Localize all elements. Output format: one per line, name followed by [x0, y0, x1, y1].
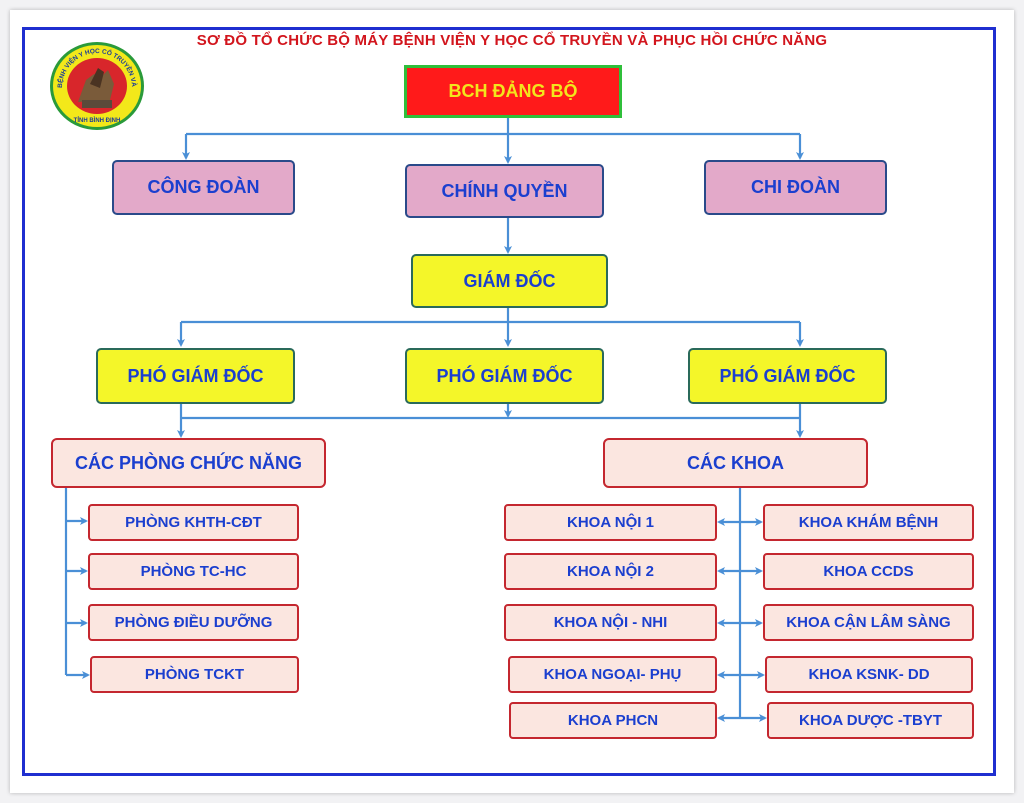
dept-box-ksnk-dd: KHOA KSNK- DD [765, 656, 973, 693]
department-label: KHOA DƯỢC -TBYT [798, 712, 942, 729]
room-box-khth: PHÒNG KHTH-CĐT [88, 504, 299, 541]
deputy-director-box-3: PHÓ GIÁM ĐỐC [688, 348, 887, 404]
deputy-director-label: PHÓ GIÁM ĐỐC [127, 365, 264, 386]
diagram-frame [22, 27, 996, 776]
dept-box-duoc-tbyt: KHOA DƯỢC -TBYT [767, 702, 974, 739]
departments-label: CÁC KHOA [687, 452, 784, 473]
dept-box-ccds: KHOA CCDS [763, 553, 974, 590]
party-committee-box: BCH ĐẢNG BỘ [404, 65, 622, 118]
dept-box-noi-1: KHOA NỘI 1 [504, 504, 717, 541]
room-label: PHÒNG ĐIỀU DƯỠNG [114, 614, 273, 631]
deputy-director-box-1: PHÓ GIÁM ĐỐC [96, 348, 295, 404]
department-label: KHOA KHÁM BỆNH [798, 514, 939, 531]
department-label: KHOA KSNK- DD [808, 666, 930, 683]
department-label: KHOA NỘI - NHI [553, 614, 668, 631]
room-box-tchc: PHÒNG TC-HC [88, 553, 299, 590]
government-label: CHÍNH QUYỀN [441, 180, 568, 201]
dept-box-can-lam-sang: KHOA CẬN LÂM SÀNG [763, 604, 974, 641]
department-label: KHOA PHCN [567, 712, 659, 729]
department-label: KHOA CCDS [823, 563, 914, 580]
director-label: GIÁM ĐỐC [463, 270, 556, 291]
room-label: PHÒNG KHTH-CĐT [125, 514, 262, 531]
trade-union-box: CÔNG ĐOÀN [112, 160, 295, 215]
dept-box-noi-nhi: KHOA NỘI - NHI [504, 604, 717, 641]
trade-union-label: CÔNG ĐOÀN [147, 177, 260, 197]
dept-box-noi-2: KHOA NỘI 2 [504, 553, 717, 590]
deputy-director-label: PHÓ GIÁM ĐỐC [436, 365, 573, 386]
youth-union-box: CHI ĐOÀN [704, 160, 887, 215]
government-box: CHÍNH QUYỀN [405, 164, 604, 218]
deputy-director-label: PHÓ GIÁM ĐỐC [719, 365, 856, 386]
room-label: PHÒNG TC-HC [140, 563, 247, 580]
dept-box-phcn: KHOA PHCN [509, 702, 717, 739]
youth-union-label: CHI ĐOÀN [751, 177, 840, 197]
director-box: GIÁM ĐỐC [411, 254, 608, 308]
room-box-tckt: PHÒNG TCKT [90, 656, 299, 693]
departments-box: CÁC KHOA [603, 438, 868, 488]
dept-box-kham-benh: KHOA KHÁM BỆNH [763, 504, 974, 541]
room-label: PHÒNG TCKT [144, 666, 245, 683]
deputy-director-box-2: PHÓ GIÁM ĐỐC [405, 348, 604, 404]
functional-rooms-label: CÁC PHÒNG CHỨC NĂNG [75, 452, 302, 473]
department-label: KHOA NGOẠI- PHỤ [543, 666, 682, 683]
dept-box-ngoai-phu: KHOA NGOẠI- PHỤ [508, 656, 717, 693]
party-committee-label: BCH ĐẢNG BỘ [448, 81, 578, 101]
department-label: KHOA NỘI 1 [567, 514, 654, 531]
hospital-logo: BỆNH VIỆN Y HỌC CỔ TRUYỀN VÀ PHỤC HỒI CH… [48, 40, 144, 130]
department-label: KHOA NỘI 2 [567, 563, 654, 580]
logo-bottom-text: TỈNH BÌNH ĐỊNH [74, 116, 121, 124]
department-label: KHOA CẬN LÂM SÀNG [786, 614, 951, 631]
room-box-dieu-duong: PHÒNG ĐIỀU DƯỠNG [88, 604, 299, 641]
diagram-title: SƠ ĐỒ TỔ CHỨC BỘ MÁY BỆNH VIỆN Y HỌC CỔ … [196, 32, 828, 49]
functional-rooms-box: CÁC PHÒNG CHỨC NĂNG [51, 438, 326, 488]
